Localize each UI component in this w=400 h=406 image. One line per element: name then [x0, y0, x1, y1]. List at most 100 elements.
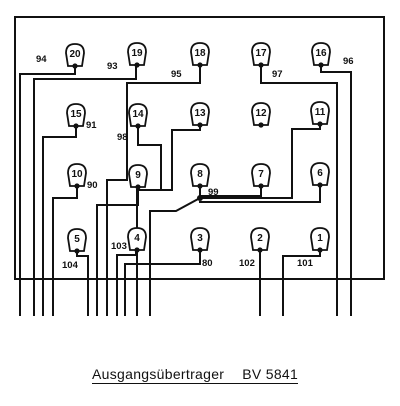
caption-type: BV 5841	[242, 366, 299, 382]
caption-name: Ausgangsübertrager	[92, 366, 225, 382]
wire-98	[136, 127, 162, 316]
terminal-number: 3	[197, 233, 203, 244]
wire-label-97: 97	[272, 69, 283, 80]
wire-95	[106, 66, 201, 316]
terminal-2: 2	[250, 227, 270, 253]
wire-label-80: 80	[202, 258, 213, 269]
wire-80	[124, 251, 201, 316]
terminal-5: 5	[67, 228, 87, 254]
wire-91	[42, 126, 77, 316]
terminal-lug	[128, 103, 148, 127]
terminal-3: 3	[190, 227, 210, 253]
transformer-housing	[14, 16, 385, 280]
terminal-10: 10	[67, 163, 87, 189]
terminal-14: 14	[128, 103, 148, 129]
wire-label-91: 91	[86, 120, 97, 131]
terminal-number: 5	[74, 234, 80, 245]
wire-label-90: 90	[87, 180, 98, 191]
terminal-12: 12	[251, 102, 271, 128]
terminal-number: 8	[197, 169, 203, 180]
terminal-number: 17	[255, 48, 267, 59]
terminal-number: 4	[134, 233, 140, 244]
terminal-20: 20	[65, 43, 85, 69]
terminal-15: 15	[66, 103, 86, 129]
junction-dot	[197, 195, 203, 201]
terminal-lug	[250, 227, 270, 251]
terminal-lug	[66, 103, 86, 127]
wire-7	[199, 186, 262, 197]
terminal-number: 12	[255, 108, 267, 119]
terminal-lug	[251, 163, 271, 187]
wire-104	[76, 252, 89, 316]
wire-label-95: 95	[171, 69, 182, 80]
terminal-lug	[190, 163, 210, 187]
terminal-lug	[310, 227, 330, 251]
terminal-lug	[310, 101, 330, 125]
wire-99-bus	[149, 196, 202, 316]
terminal-solder-point	[135, 123, 141, 129]
terminal-lug	[67, 163, 87, 187]
terminal-number: 10	[71, 169, 83, 180]
terminal-solder-point	[74, 183, 80, 189]
wire-9	[96, 187, 139, 316]
terminal-9: 9	[128, 164, 148, 190]
terminal-number: 11	[315, 107, 326, 118]
terminal-6: 6	[310, 162, 330, 188]
terminal-lug	[190, 227, 210, 251]
wire-label-101: 101	[297, 258, 314, 269]
wire-labels: 94 93 95 97 96 91 98 90 99 103 104 80 10…	[36, 54, 354, 271]
terminal-solder-point	[72, 63, 78, 69]
wire-label-93: 93	[107, 61, 118, 72]
wire-90	[52, 185, 78, 316]
terminal-8: 8	[190, 163, 210, 189]
wire-label-104: 104	[62, 260, 79, 271]
terminal-lug	[310, 162, 330, 186]
terminal-solder-point	[257, 247, 263, 253]
wire-101	[282, 251, 321, 316]
diagram-caption: Ausgangsübertrager BV 5841	[92, 366, 299, 384]
terminal-1: 1	[310, 227, 330, 253]
terminal-solder-point	[74, 248, 80, 254]
terminal-19: 19	[127, 42, 147, 68]
wire-11-to-99	[199, 124, 321, 199]
terminal-solder-point	[317, 182, 323, 188]
terminal-solder-point	[258, 62, 264, 68]
terminal-solder-point	[197, 122, 203, 128]
terminal-number: 2	[257, 233, 263, 244]
wire-label-96: 96	[343, 56, 354, 67]
wire-94	[19, 67, 76, 316]
terminal-solder-point	[134, 247, 140, 253]
terminal-number: 1	[317, 233, 323, 244]
wire-label-102: 102	[239, 258, 255, 269]
terminal-number: 16	[315, 48, 327, 59]
terminal-lug	[311, 42, 331, 66]
terminal-solder-point	[258, 183, 264, 189]
terminal-number: 6	[317, 168, 323, 179]
terminal-solder-point	[73, 123, 79, 129]
terminal-7: 7	[251, 163, 271, 189]
terminal-number: 9	[135, 170, 141, 181]
terminal-16: 16	[311, 42, 331, 68]
terminal-number: 15	[70, 109, 82, 120]
wire-97	[260, 65, 338, 316]
wire-label-103: 103	[111, 241, 127, 252]
terminal-lug	[65, 43, 85, 67]
terminal-solder-point	[258, 122, 264, 128]
terminal-lug	[127, 42, 147, 66]
terminal-number: 7	[258, 169, 264, 180]
terminal-solder-point	[317, 247, 323, 253]
terminal-18: 18	[190, 42, 210, 68]
terminal-solder-point	[135, 184, 141, 190]
wire-6	[199, 185, 321, 203]
terminal-solder-point	[317, 121, 323, 127]
terminal-lug	[190, 42, 210, 66]
terminal-number: 18	[194, 48, 206, 59]
terminal-13: 13	[190, 102, 210, 128]
wire-label-99: 99	[208, 187, 219, 198]
wire-96	[320, 66, 352, 316]
terminal-solder-point	[197, 183, 203, 189]
terminal-lug	[128, 164, 148, 188]
terminal-solder-point	[197, 62, 203, 68]
terminal-number: 14	[132, 109, 144, 120]
